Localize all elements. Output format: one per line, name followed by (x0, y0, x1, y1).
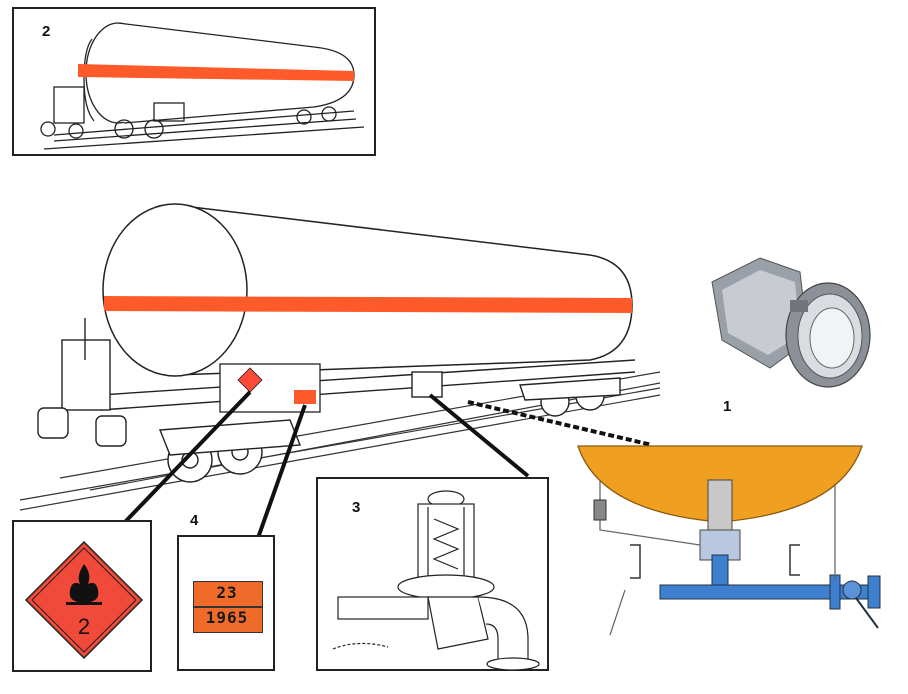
small-wagon-drawing (40, 22, 365, 150)
small-wagon-stripe (78, 64, 354, 81)
orange-plate (193, 581, 263, 633)
hazard-class-number: 2 (77, 614, 91, 639)
inset-orange-plate: 23 1965 (177, 535, 275, 671)
tank-body (102, 203, 633, 377)
callout-3-label: 3 (352, 499, 361, 516)
callout-4-label: 4 (190, 512, 199, 529)
callout-1-label: 1 (723, 398, 732, 415)
hazard-id-number: 23 (216, 583, 238, 602)
leader-lines (123, 390, 653, 539)
un-number: 1965 (205, 608, 249, 627)
chassis (37, 318, 636, 483)
valve-detail-drawing (332, 490, 540, 671)
inset-hazard-diamond: 2 (12, 520, 152, 672)
callout-2-label: 2 (42, 23, 51, 40)
inset-small-wagon: 2 (12, 7, 376, 156)
hazard-diamond-drawing (24, 540, 144, 660)
flame-icon (66, 564, 102, 605)
tank-stripe (104, 296, 632, 313)
inset-valve-detail: 3 (316, 477, 549, 671)
